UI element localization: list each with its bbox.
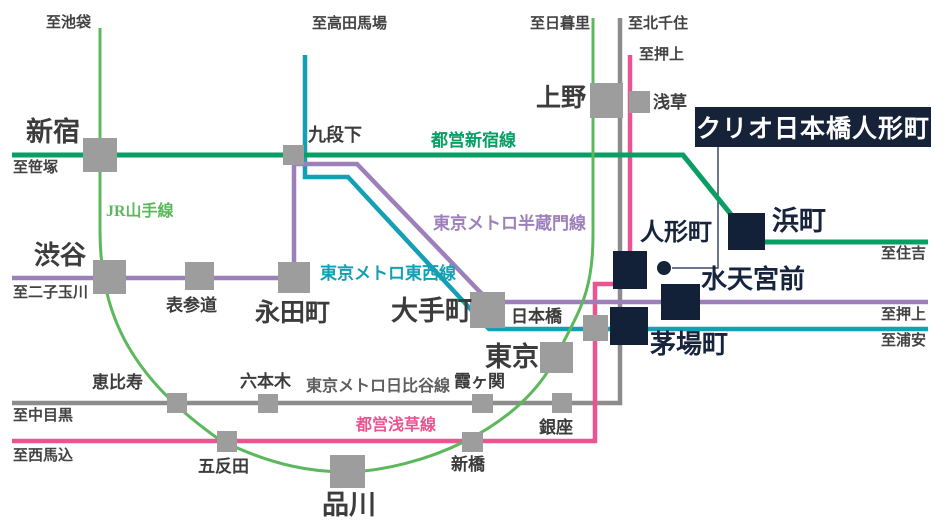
property-location-dot — [657, 261, 671, 275]
station-square-nihombashi — [583, 315, 608, 341]
line-name-label-tokyo-metro-hibiya: 東京メトロ日比谷線 — [306, 378, 451, 395]
terminus-to-takadanobaba: 至高田馬場 — [312, 16, 388, 32]
station-label-shinjuku: 新宿 — [26, 117, 80, 147]
line-name-label-toei-asakusa: 都営浅草線 — [356, 417, 437, 434]
station-label-hamacho: 浜町 — [772, 206, 826, 236]
terminus-to-nishimagome: 至西馬込 — [13, 448, 74, 464]
line-name-label-tokyo-metro-tozai: 東京メトロ東西線 — [320, 264, 456, 283]
line-name-label-jr-yamanote: JR山手線 — [106, 203, 174, 220]
station-square-ginza — [552, 393, 572, 413]
station-square-kayabacho — [610, 307, 648, 345]
property-name-label: クリオ日本橋人形町 — [695, 116, 930, 143]
property-name-box: クリオ日本橋人形町 — [695, 107, 931, 147]
station-label-nagatacho: 永田町 — [255, 300, 331, 327]
terminus-to-nippori: 至日暮里 — [530, 16, 591, 32]
station-label-shimbashi: 新橋 — [451, 455, 485, 474]
terminus-to-sasazuka: 至笹塚 — [13, 160, 59, 176]
terminus-to-kitasenju: 至北千住 — [628, 16, 689, 32]
station-square-suitengumae — [661, 284, 700, 320]
station-square-hamacho — [728, 213, 765, 250]
station-label-roppongi: 六本木 — [240, 372, 291, 391]
station-square-asakusa — [629, 91, 650, 113]
terminus-to-ikebukuro: 至池袋 — [46, 15, 92, 31]
line-tokyo-metro-hibiya — [12, 18, 623, 406]
station-label-kasumigaseki: 霞ヶ関 — [454, 372, 505, 391]
station-label-ginza: 銀座 — [539, 418, 573, 437]
station-square-otemachi — [470, 292, 505, 328]
station-square-shibuya — [93, 260, 126, 294]
terminus-to-sumiyoshi: 至住吉 — [881, 246, 927, 262]
station-label-gotanda: 五反田 — [198, 457, 249, 476]
station-square-roppongi — [258, 394, 278, 413]
station-label-shibuya: 渋谷 — [34, 241, 87, 270]
station-label-ueno: 上野 — [536, 85, 587, 112]
station-square-ueno — [590, 83, 623, 118]
station-square-kasumigaseki — [472, 394, 493, 413]
station-square-tokyo — [540, 342, 573, 373]
station-label-nihombashi: 日本橋 — [511, 307, 562, 326]
terminus-to-urayasu: 至浦安 — [881, 333, 927, 349]
station-label-kayabacho: 茅場町 — [650, 330, 729, 359]
line-name-label-toei-shinjuku: 都営新宿線 — [431, 131, 516, 150]
callout-connector-line — [672, 147, 719, 269]
station-label-otemachi: 大手町 — [391, 296, 472, 326]
terminus-to-oshiage-top: 至押上 — [639, 47, 685, 63]
station-square-shinagawa — [330, 455, 365, 488]
station-label-shinagawa: 品川 — [322, 490, 376, 520]
station-label-tokyo: 東京 — [485, 342, 539, 372]
station-square-ningyocho — [613, 251, 647, 289]
station-label-kudanshita: 九段下 — [308, 125, 362, 145]
station-label-ebisu: 恵比寿 — [92, 373, 143, 392]
station-square-kudanshita — [283, 145, 304, 165]
station-square-ebisu — [167, 393, 187, 413]
station-square-omotesando — [185, 262, 214, 290]
terminus-to-nakameguro: 至中目黒 — [13, 408, 74, 424]
line-name-label-tokyo-metro-hanzomon: 東京メトロ半蔵門線 — [433, 214, 586, 233]
station-square-shimbashi — [462, 432, 483, 452]
station-label-omotesando: 表参道 — [166, 296, 217, 315]
terminus-to-oshiage-right: 至押上 — [881, 307, 927, 323]
terminus-to-futakotamagawa: 至二子玉川 — [13, 285, 89, 301]
station-label-suitengumae: 水天宮前 — [701, 265, 806, 294]
line-toei-asakusa — [12, 55, 633, 444]
station-square-shinjuku — [83, 138, 117, 172]
station-label-ningyocho: 人形町 — [640, 220, 712, 246]
station-square-gotanda — [217, 431, 237, 452]
station-square-nagatacho — [278, 262, 310, 293]
station-label-asakusa: 浅草 — [653, 93, 687, 112]
